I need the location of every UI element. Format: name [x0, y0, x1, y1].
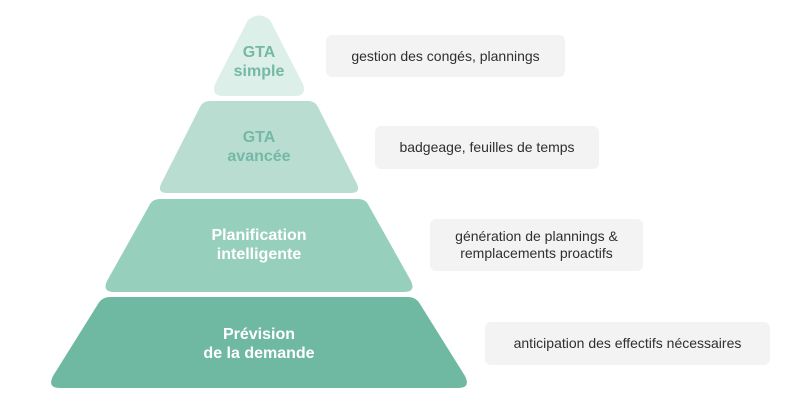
tier-4-description-box: anticipation des effectifs nécessaires — [485, 322, 770, 365]
pyramid-tier-4-shape — [51, 297, 467, 388]
pyramid-tier-4-label: Prévision de la demande — [159, 325, 359, 363]
tier-1-description-line1: gestion des congés, plannings — [351, 47, 540, 64]
tier-3-label-line1: Planification — [211, 227, 307, 244]
tier-3-label-line2: intelligente — [216, 246, 302, 263]
tier-2-description-line1: badgeage, feuilles de temps — [399, 139, 575, 155]
tier-1-label-line1: GTA — [242, 44, 276, 61]
tier-3-description-line1: génération de plannings & — [455, 228, 618, 244]
tier-1-label-line2: simple — [233, 63, 285, 80]
tier-3-description-line2: remplacements proactifs — [460, 245, 613, 261]
tier-4-description-line1: anticipation des effectifs nécessaires — [513, 335, 742, 351]
tier-4-label-line2: de la demande — [203, 345, 315, 362]
pyramid-tier-1-label: GTA simple — [209, 43, 309, 81]
pyramid-tier-3-shape — [105, 199, 413, 292]
pyramid-tier-3-label: Planification intelligente — [159, 226, 359, 264]
tier-4-label-line1: Prévision — [222, 326, 296, 343]
tier-1-description-box: gestion des congés, plannings — [326, 35, 565, 77]
pyramid-tier-2-shape — [159, 101, 359, 193]
tier-2-description-box: badgeage, feuilles de temps — [375, 126, 599, 169]
pyramid-tier-1-shape — [214, 15, 304, 96]
tier-3-description-box: génération de plannings & remplacements … — [430, 219, 643, 271]
tier-2-label-line1: GTA — [242, 129, 276, 146]
tier-2-label-line2: avancée — [227, 148, 291, 165]
pyramid-tier-2-label: GTA avancée — [189, 128, 329, 166]
